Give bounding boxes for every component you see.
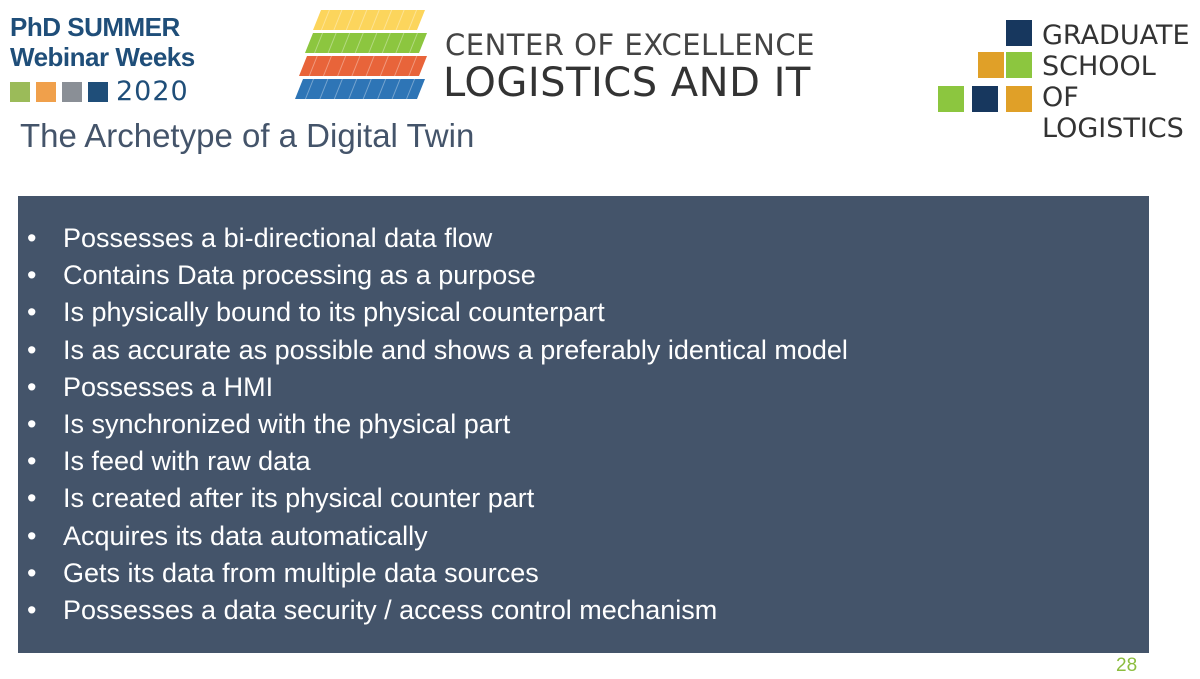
logo-stripe-divider (351, 55, 361, 77)
graduate-school-logo: GRADUATE SCHOOL OF LOGISTICS (938, 20, 1198, 144)
webinar-logo-year: 2020 (116, 76, 189, 107)
bullet-text: Is as accurate as possible and shows a p… (63, 334, 848, 365)
logo-stripe-divider (368, 32, 378, 54)
bullet-glyph: • (27, 409, 37, 440)
bullet-glyph: • (27, 595, 37, 626)
logo-stripe-divider (322, 55, 332, 77)
bullet-glyph: • (27, 334, 37, 365)
logo-square (10, 81, 30, 102)
webinar-logo-line1: PhD SUMMER (10, 12, 180, 42)
bullet-text: Gets its data from multiple data sources (63, 557, 539, 588)
logo-stripe (313, 10, 425, 30)
gsl-logo-line: GRADUATE (1042, 20, 1190, 51)
bullet-glyph: • (27, 223, 37, 253)
logo-stripe-divider (395, 10, 405, 31)
logo-stripe-divider (314, 32, 324, 54)
logo-square (1006, 52, 1032, 78)
logo-stripe-divider (408, 32, 418, 54)
logo-stripe-divider (320, 10, 330, 31)
slide-title: The Archetype of a Digital Twin (20, 117, 475, 154)
bullet-item: • Is synchronized with the physical part (18, 406, 1149, 443)
logo-stripe-divider (354, 32, 364, 54)
logo-stripe (299, 56, 427, 76)
webinar-weeks-logo: PhD SUMMER Webinar Weeks 2020 (10, 12, 210, 107)
logo-stripe-divider (333, 10, 343, 31)
logo-square (36, 81, 56, 102)
coe-logo-line1: CENTER OF EXCELLENCE (445, 28, 815, 62)
gsl-logo-line: LOGISTICS (1042, 113, 1184, 144)
logo-square (938, 86, 964, 112)
logo-stripe-divider (365, 55, 375, 77)
bullet-text: Is created after its physical counter pa… (63, 483, 535, 514)
bullet-glyph: • (27, 483, 37, 514)
center-of-excellence-logo: CENTER OF EXCELLENCE LOGISTICS AND IT (295, 10, 825, 106)
logo-stripe-divider (348, 78, 358, 100)
logo-stripe-divider (362, 78, 372, 100)
logo-stripe-divider (337, 55, 347, 77)
logo-square (978, 52, 1004, 78)
bullet-glyph: • (27, 557, 37, 588)
bullet-text: Acquires its data automatically (63, 520, 428, 551)
bullet-list: • Possesses a bi-directional data flow • C… (18, 196, 1149, 629)
stacked-stripes-icon (295, 10, 427, 100)
bullet-text: Is synchronized with the physical part (63, 409, 511, 440)
bullet-text: Is feed with raw data (63, 446, 311, 477)
bullet-item: • Acquires its data automatically (18, 518, 1149, 555)
logo-stripe-divider (381, 32, 391, 54)
bullet-item: • Is created after its physical counter p… (18, 480, 1149, 517)
logo-stripe-divider (308, 55, 318, 77)
logo-stripe-divider (341, 32, 351, 54)
logo-stripe-divider (379, 55, 389, 77)
logo-stripe-divider (391, 78, 401, 100)
coe-logo-line2: LOGISTICS AND IT (443, 60, 811, 106)
logo-square (1006, 86, 1032, 112)
logo-square (62, 81, 82, 102)
bullet-glyph: • (27, 446, 37, 477)
logo-stripe-divider (377, 78, 387, 100)
logo-stripe (295, 79, 425, 99)
logo-stripe (305, 33, 427, 53)
logo-stripe-divider (408, 10, 418, 31)
bullet-text: Possesses a data security / access contr… (63, 595, 718, 626)
bullet-glyph: • (27, 260, 37, 291)
bullet-item: • Possesses a data security / access cont… (18, 592, 1149, 629)
logo-square (972, 86, 998, 112)
bullet-item: • Is physically bound to its physical cou… (18, 294, 1149, 331)
bullet-text: Is physically bound to its physical coun… (63, 297, 605, 328)
bullet-glyph: • (27, 371, 37, 402)
gsl-logo-text: GRADUATE SCHOOL OF LOGISTICS (1042, 20, 1198, 144)
bullet-text: Possesses a HMI (63, 371, 274, 402)
logo-stripe-divider (345, 10, 355, 31)
webinar-logo-year-row: 2020 (10, 76, 210, 107)
logo-stripe-divider (383, 10, 393, 31)
bullet-list-panel: • Possesses a bi-directional data flow • C… (18, 196, 1149, 653)
page-number: 28 (1116, 655, 1138, 676)
bullet-item: • Possesses a HMI (18, 369, 1149, 406)
bullet-glyph: • (27, 297, 37, 328)
webinar-logo-line2: Webinar Weeks (10, 42, 195, 72)
logo-stripe-divider (319, 78, 329, 100)
bullet-text: Contains Data processing as a purpose (63, 260, 536, 291)
logo-stripe-divider (327, 32, 337, 54)
logo-square (1006, 20, 1032, 46)
bullet-item: • Possesses a bi-directional data flow (18, 220, 1149, 257)
logo-stripe-divider (358, 10, 368, 31)
gsl-logo-line: SCHOOL OF (1042, 51, 1156, 113)
bullet-item: • Gets its data from multiple data source… (18, 555, 1149, 592)
logo-stripe-divider (395, 32, 405, 54)
logo-stripe-divider (304, 78, 314, 100)
logo-square (88, 81, 108, 102)
logo-stripe-divider (394, 55, 404, 77)
logo-stripe-divider (408, 55, 418, 77)
logo-stripe-divider (370, 10, 380, 31)
bullet-glyph: • (27, 520, 37, 551)
bullet-item: • Is feed with raw data (18, 443, 1149, 480)
logo-stripe-divider (406, 78, 416, 100)
bullet-item: • Is as accurate as possible and shows a … (18, 332, 1149, 369)
bullet-text: Possesses a bi-directional data flow (63, 223, 493, 253)
logo-stripe-divider (333, 78, 343, 100)
bullet-item: • Contains Data processing as a purpose (18, 257, 1149, 294)
